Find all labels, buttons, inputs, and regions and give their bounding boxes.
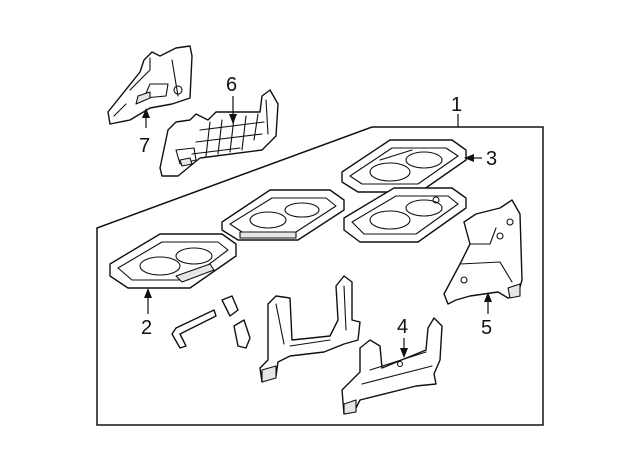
center-rail-frame: [259, 275, 361, 383]
part-3-cupholder-tray: [341, 139, 467, 193]
callout-4: 4: [397, 316, 408, 338]
callout-2: 2: [141, 317, 152, 339]
center-cupholder-tray: [221, 189, 345, 241]
leader-lines: [142, 96, 492, 358]
part-4-bracket: [341, 317, 443, 415]
part-6-grid-panel: [159, 89, 279, 177]
callout-6: 6: [226, 74, 237, 96]
part-7-bracket: [107, 45, 193, 125]
part-5-side-bracket: [443, 199, 523, 305]
callout-5: 5: [481, 317, 492, 339]
part-2-cupholder-tray: [109, 233, 237, 289]
callout-3: 3: [486, 148, 497, 170]
callout-1: 1: [451, 94, 462, 116]
callout-7: 7: [139, 135, 150, 157]
assembly-frame: [96, 126, 544, 426]
right-cupholder-tray: [343, 187, 467, 243]
rod-and-clips: [171, 295, 251, 349]
